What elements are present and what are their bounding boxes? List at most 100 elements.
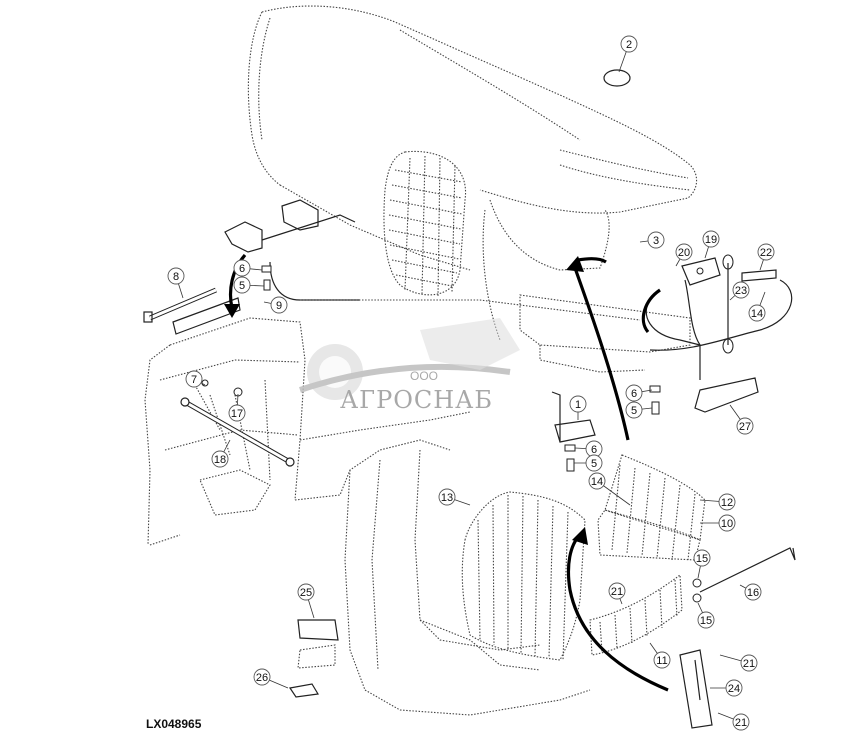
callout-bubble [608, 582, 626, 600]
callout-number: 5 [591, 458, 597, 470]
callout-bubble [167, 267, 185, 285]
callout-bubble [732, 281, 750, 299]
callout-c6c: 6 [574, 440, 603, 458]
callout-number: 18 [214, 454, 226, 466]
assembly-arrows [224, 253, 669, 692]
callout-labels: 2320192223148659717186527165141210131516… [167, 35, 775, 731]
latch-assembly [645, 254, 793, 380]
callout-c17: 17 [228, 393, 246, 422]
callout-c3: 3 [639, 231, 665, 249]
figure-code: LX048965 [146, 717, 202, 731]
callout-number: 12 [721, 497, 733, 509]
callout-c14a: 14 [748, 291, 766, 322]
latch-cover [694, 377, 759, 413]
callout-number: 9 [276, 300, 282, 312]
callout-number: 17 [231, 408, 243, 420]
callout-number: 14 [751, 308, 763, 320]
front-frame [144, 317, 591, 716]
callout-number: 6 [591, 444, 597, 456]
callout-c21c: 21 [717, 712, 750, 731]
callout-number: 14 [591, 476, 603, 488]
callout-c6a: 6 [233, 259, 263, 277]
callout-number: 6 [631, 388, 637, 400]
callout-bubble [748, 304, 766, 322]
callout-number: 26 [256, 672, 268, 684]
callout-c2: 2 [618, 35, 638, 73]
callout-c18: 18 [211, 439, 231, 468]
callout-c11: 11 [649, 642, 671, 669]
callout-number: 21 [611, 586, 623, 598]
rear-panel [519, 294, 691, 373]
callout-number: 24 [728, 683, 740, 695]
callout-bubble [253, 668, 271, 686]
callout-number: 15 [700, 615, 712, 627]
callout-c21b: 21 [719, 654, 758, 672]
callout-number: 3 [653, 235, 659, 247]
callout-c7: 7 [185, 370, 206, 388]
callout-c25: 25 [297, 583, 315, 619]
hood [247, 5, 698, 341]
callout-c8: 8 [167, 267, 185, 299]
callout-bubble [740, 654, 758, 672]
callout-number: 19 [705, 234, 717, 246]
callout-c14b: 14 [588, 472, 631, 506]
callout-number: 15 [696, 553, 708, 565]
callout-c13: 13 [438, 488, 471, 506]
callout-bubble [620, 35, 638, 53]
callout-number: 6 [239, 263, 245, 275]
latch-rod [699, 547, 796, 593]
callout-c15b: 15 [697, 602, 715, 629]
callout-c20: 20 [675, 243, 693, 267]
callout-bubble [297, 583, 315, 601]
callout-c15a: 15 [693, 549, 711, 579]
callout-bubble [736, 417, 754, 435]
callout-number: 27 [739, 421, 751, 433]
callout-c16: 16 [739, 583, 762, 601]
callout-bubble [718, 514, 736, 532]
callout-bubble [228, 404, 246, 422]
long-bolt [143, 287, 241, 335]
callout-c19: 19 [702, 230, 720, 259]
callout-number: 11 [656, 655, 667, 667]
callout-number: 5 [239, 280, 245, 292]
callout-c5b: 5 [625, 401, 653, 419]
hood-emblem [603, 69, 631, 87]
callout-bubble [757, 243, 775, 261]
callout-bubble [702, 230, 720, 248]
callout-bubble [569, 395, 587, 413]
callout-bubble [588, 472, 606, 490]
watermark: ООО АГРОСНАБ [299, 318, 520, 414]
pads [288, 619, 339, 698]
callout-bubble [653, 651, 671, 669]
callout-bubble [625, 384, 643, 402]
callout-bubble [647, 231, 665, 249]
callout-bubble [270, 296, 288, 314]
callout-c9: 9 [263, 296, 288, 314]
callout-number: 25 [300, 587, 312, 599]
callout-bubble [585, 454, 603, 472]
callout-c5c: 5 [574, 454, 603, 472]
callout-bubble [725, 679, 743, 697]
callout-number: 8 [173, 271, 179, 283]
callout-number: 21 [743, 658, 755, 670]
callout-c27: 27 [729, 404, 754, 435]
callout-c6b: 6 [625, 384, 653, 402]
callout-number: 13 [441, 492, 453, 504]
callout-number: 2 [626, 39, 632, 51]
callout-number: 10 [721, 518, 733, 530]
callout-bubble [625, 401, 643, 419]
callout-bubble [744, 583, 762, 601]
callout-c26: 26 [253, 668, 289, 689]
callout-c10: 10 [700, 514, 736, 532]
callout-c12: 12 [699, 493, 736, 511]
strut-rod [180, 397, 295, 467]
callout-number: 1 [575, 399, 581, 411]
callout-number: 16 [747, 587, 759, 599]
callout-bubble [675, 243, 693, 261]
fasteners [201, 265, 702, 603]
watermark-text: АГРОСНАБ [340, 386, 493, 414]
callout-c24: 24 [710, 679, 743, 697]
callout-number: 7 [191, 374, 197, 386]
